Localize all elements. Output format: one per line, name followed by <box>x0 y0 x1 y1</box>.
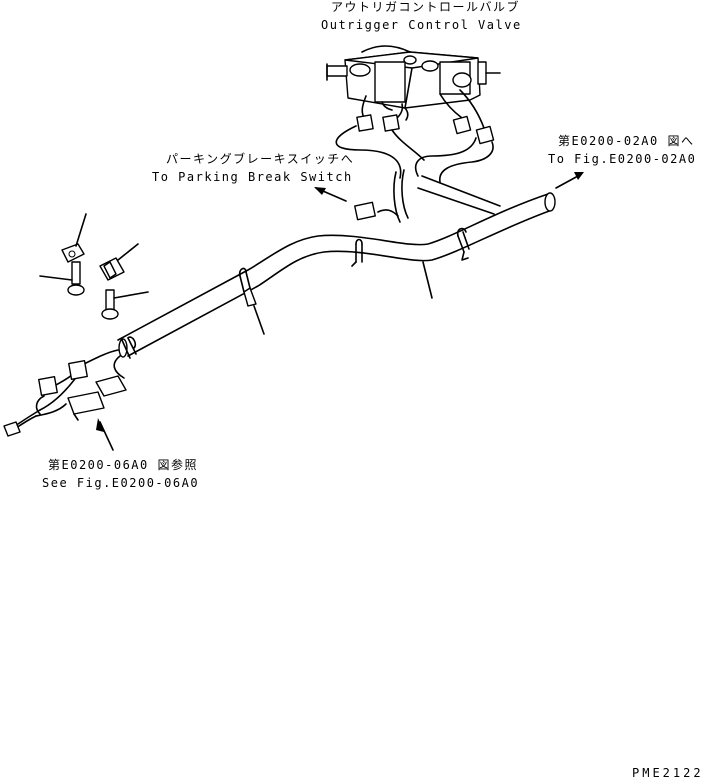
outrigger-control-valve <box>326 45 501 121</box>
clip-part <box>99 243 139 281</box>
clamp-end <box>121 336 137 359</box>
valve-connector-3 <box>452 115 472 135</box>
clamp-right <box>456 227 470 261</box>
valve-connector-1 <box>356 114 374 132</box>
fig02-label-en: To Fig.E0200-02A0 <box>548 152 697 166</box>
valve-connector-4 <box>475 125 495 145</box>
valve-label-jp: アウトリガコントロールバルブ <box>331 0 521 14</box>
fig02-label-jp: 第E0200-02A0 図へ <box>558 134 695 148</box>
fig06-label-jp: 第E0200-06A0 図参照 <box>48 458 198 472</box>
valve-connector-2 <box>382 114 400 132</box>
main-harness-tube <box>117 192 556 358</box>
clamp-middle <box>351 238 363 267</box>
bolt-part-1 <box>39 261 85 296</box>
fig06-label-en: See Fig.E0200-06A0 <box>42 476 200 490</box>
clamp-left <box>238 267 257 307</box>
valve-label-en: Outrigger Control Valve <box>321 18 522 32</box>
parking-brake-connector <box>354 201 376 221</box>
parking-label-jp: パーキングブレーキスイッチへ <box>166 152 355 166</box>
parking-label-en: To Parking Break Switch <box>152 170 353 184</box>
page-code: PME2122 <box>632 766 704 780</box>
bracket-part <box>61 213 87 263</box>
left-connectors <box>3 349 127 437</box>
bolt-part-2 <box>101 289 149 320</box>
